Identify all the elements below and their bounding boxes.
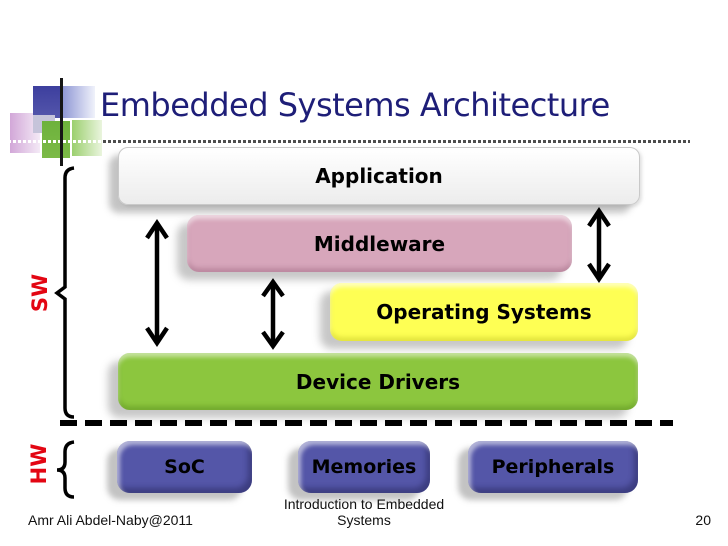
sw-label: SW	[28, 273, 52, 313]
logo-lightblue-square-icon	[62, 86, 95, 118]
footer-author: Amr Ali Abdel-Naby@2011	[28, 512, 193, 528]
hw-block-memories: Memories	[298, 441, 430, 493]
logo-vertical-line	[60, 78, 63, 166]
logo-dash-overlay	[8, 140, 102, 143]
hw-block-peripherals-label: Peripherals	[491, 456, 615, 478]
sw-brace	[54, 166, 75, 419]
slide-logo	[0, 0, 110, 175]
layer-operating-systems-label: Operating Systems	[376, 300, 592, 324]
logo-green-square-icon	[42, 121, 70, 158]
layer-middleware: Middleware	[187, 215, 572, 272]
hw-brace	[56, 440, 75, 499]
hw-label: HW	[27, 443, 51, 485]
layer-operating-systems: Operating Systems	[330, 283, 638, 341]
layer-device-drivers: Device Drivers	[118, 353, 638, 410]
layer-application: Application	[118, 147, 640, 205]
layer-device-drivers-label: Device Drivers	[295, 369, 461, 394]
hw-block-memories-label: Memories	[311, 456, 417, 478]
layer-middleware-label: Middleware	[313, 231, 446, 256]
logo-blue-square-icon	[33, 86, 62, 118]
footer-page-number: 20	[695, 512, 711, 528]
hw-block-peripherals: Peripherals	[468, 441, 638, 493]
sw-hw-separator-line	[60, 420, 673, 426]
hw-block-soc: SoC	[117, 441, 252, 493]
footer-course-title-line2: Systems	[337, 512, 391, 528]
double-arrow-middleware-drivers	[261, 278, 285, 350]
footer-course-title: Introduction to Embedded Systems	[264, 496, 464, 528]
layer-application-label: Application	[315, 164, 443, 188]
hw-block-soc-label: SoC	[164, 456, 205, 478]
logo-lightgreen-square-icon	[72, 120, 102, 156]
slide-title: Embedded Systems Architecture	[100, 86, 610, 124]
title-underline	[33, 140, 690, 143]
double-arrow-app-drivers	[145, 218, 169, 348]
footer-course-title-line1: Introduction to Embedded	[283, 496, 445, 512]
double-arrow-app-os	[587, 206, 611, 284]
